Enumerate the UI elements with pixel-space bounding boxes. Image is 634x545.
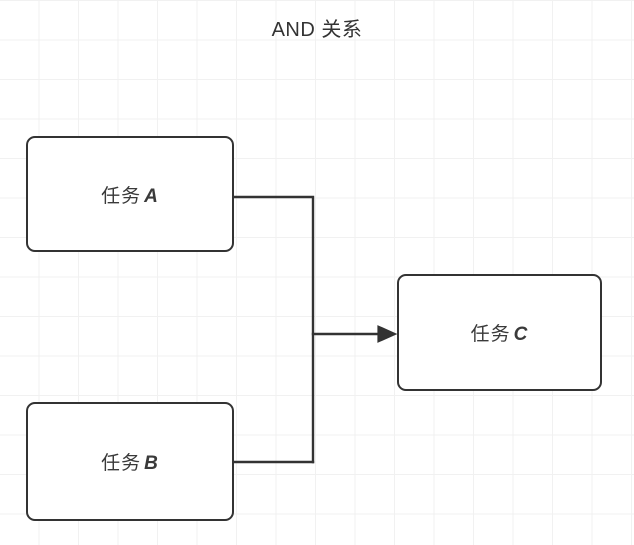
edge-a-to-c-path (232, 195, 315, 464)
page-title: AND 关系 (271, 19, 363, 41)
arrow-head-icon (377, 325, 398, 343)
